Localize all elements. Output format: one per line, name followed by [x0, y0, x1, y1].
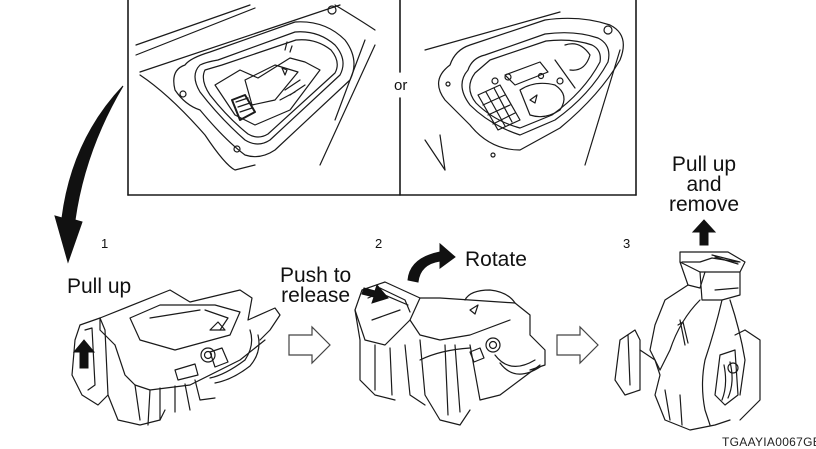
component-step-3: [614, 251, 761, 431]
push-arrow-icon: [361, 283, 389, 304]
step-3-number: 3: [623, 236, 631, 251]
component-step-1: [71, 289, 281, 426]
inset-frame: [127, 0, 637, 196]
step-2-number: 2: [375, 236, 383, 251]
next-step-arrow-icon-2: [556, 325, 599, 365]
compartment-variant-a-illustration: [135, 4, 376, 171]
step-2-push-instruction: Push to release: [280, 264, 352, 307]
figure-code: TGAAYIA0067GE: [722, 435, 816, 449]
step-3-line-3: remove: [668, 193, 740, 216]
step-1-number: 1: [101, 236, 109, 251]
component-step-2: [354, 281, 546, 426]
step-2-push-line-1: Push to: [280, 264, 352, 287]
rotate-arrow-icon: [407, 242, 456, 283]
or-separator-label: or: [393, 77, 409, 94]
next-step-arrow-icon-1: [288, 325, 331, 365]
step-2-push-line-2: release: [281, 284, 351, 307]
step-3-line-2: and: [686, 173, 722, 196]
step-3-line-1: Pull up: [671, 153, 737, 176]
step-2-rotate-instruction: Rotate: [465, 248, 527, 271]
curved-arrow-icon: [54, 85, 124, 264]
arrow-up-remove-icon: [691, 219, 717, 246]
step-1-instruction: Pull up: [67, 275, 132, 298]
step-3-instruction: Pull up and remove: [662, 153, 746, 216]
arrow-up-icon: [72, 339, 96, 369]
compartment-variant-b-illustration: [424, 11, 624, 171]
